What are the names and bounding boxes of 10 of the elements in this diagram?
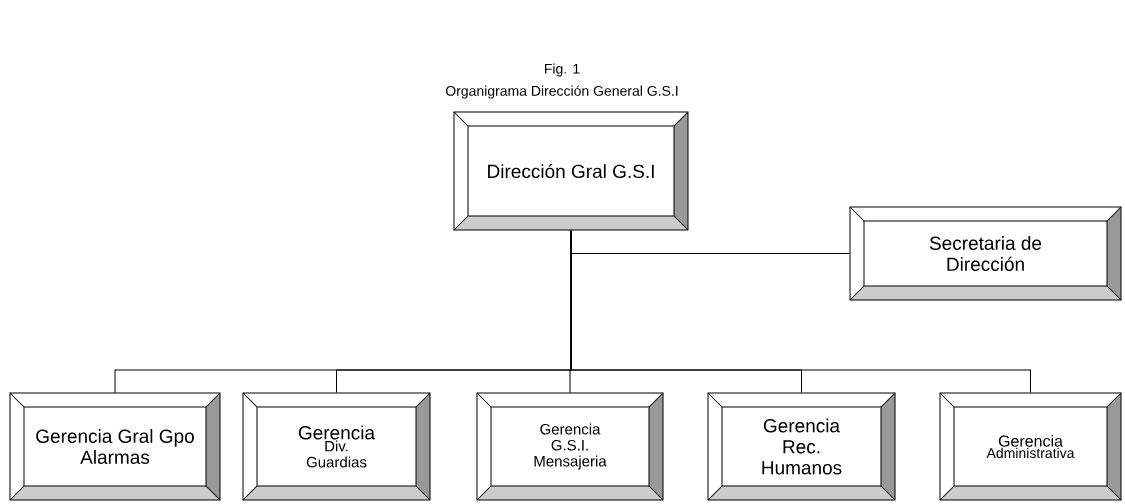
bevel-box: Gerencia Rec. Humanos [707, 392, 896, 501]
bevel-box: Gerencia Div. Guardias [242, 392, 431, 501]
figure-number: Fig. 1 [545, 63, 580, 77]
bevel-box: Secretaria de Dirección [849, 206, 1122, 301]
title: Organigrama Dirección General G.S.I [445, 85, 678, 99]
bevel-box: Gerencia Gral Gpo Alarmas [9, 392, 221, 501]
bevel-box: Dirección Gral G.S.I [453, 111, 689, 231]
connector-line [570, 230, 1031, 393]
bevel-box: Gerencia G.S.I. Mensajeria [476, 392, 664, 501]
bevel-box: Gerencia Administrativa [939, 392, 1122, 501]
